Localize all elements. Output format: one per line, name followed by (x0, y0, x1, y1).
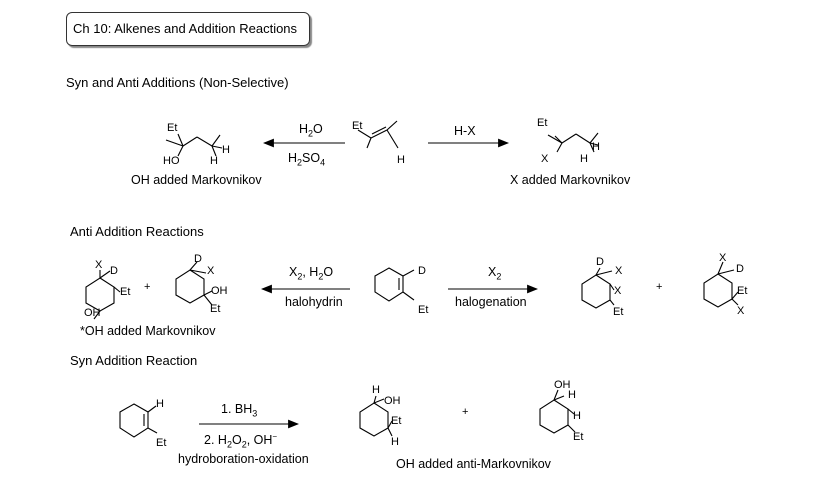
cyclohexene-starting: D Et (374, 265, 428, 316)
caption-x-markovnikov: X added Markovnikov (510, 173, 631, 187)
reagent-halogenation: halogenation (455, 295, 527, 309)
alkene-starting: Et H (352, 120, 405, 166)
page-title: Ch 10: Alkenes and Addition Reactions (66, 12, 310, 46)
atom-et: Et (391, 415, 401, 427)
atom-oh: OH (84, 307, 101, 319)
reagent-hx: H-X (454, 124, 476, 138)
reagent-x2: X2 (488, 265, 502, 282)
atom-h: H (592, 141, 600, 153)
atom-h: H (580, 153, 588, 165)
reagent-bh3: 1. BH3 (221, 402, 258, 419)
product-dihalide-b: X D Et X (703, 252, 747, 317)
reagent-x2-h2o: X2, H2O (289, 265, 334, 282)
atom-d: D (418, 265, 426, 277)
atom-d: D (194, 253, 202, 265)
atom-x: X (737, 305, 745, 317)
section-heading-syn: Syn Addition Reaction (70, 353, 198, 368)
caption-oh-markovnikov-star: *OH added Markovnikov (80, 324, 216, 338)
product-alcohol-markovnikov: Et H HO H (163, 122, 230, 167)
atom-oh: OH (554, 379, 571, 391)
atom-h: H (156, 398, 164, 410)
reagent-h2o2-oh: 2. H2O2, OH− (204, 432, 278, 450)
atom-x: X (615, 265, 623, 277)
plus-sign: + (462, 406, 468, 418)
plus-sign: + (144, 281, 150, 293)
section-heading-syn-anti: Syn and Anti Additions (Non-Selective) (66, 75, 289, 90)
product-halide-markovnikov: Et H X H (537, 117, 600, 165)
product-dihalide-a: D X X Et (581, 256, 623, 318)
atom-h: H (391, 436, 399, 448)
atom-x: X (541, 153, 549, 165)
atom-h: H (210, 155, 218, 167)
atom-h: H (372, 384, 380, 396)
atom-d: D (596, 256, 604, 268)
atom-oh: OH (211, 285, 228, 297)
atom-et: Et (573, 431, 583, 443)
product-syn-alcohol-a: H OH Et H (359, 384, 401, 448)
atom-h: H (573, 410, 581, 422)
atom-h: H (397, 154, 405, 166)
atom-et: Et (352, 120, 362, 132)
atom-et: Et (156, 437, 166, 449)
atom-et: Et (120, 286, 130, 298)
reagent-hydroboration: hydroboration-oxidation (178, 452, 309, 466)
caption-oh-anti-markovnikov: OH added anti-Markovnikov (396, 457, 551, 471)
atom-x: X (719, 252, 727, 264)
atom-h: H (568, 389, 576, 401)
caption-oh-markovnikov: OH added Markovnikov (131, 173, 262, 187)
atom-et: Et (167, 122, 177, 134)
atom-et: Et (210, 303, 220, 315)
reagent-halohydrin: halohydrin (285, 295, 343, 309)
atom-d: D (110, 265, 118, 277)
plus-sign: + (656, 281, 662, 293)
atom-x: X (207, 265, 215, 277)
atom-et: Et (537, 117, 547, 129)
atom-h: H (222, 144, 230, 156)
section-heading-anti: Anti Addition Reactions (70, 224, 204, 239)
product-halohydrin-a: X D Et OH (84, 259, 130, 320)
atom-et: Et (418, 304, 428, 316)
product-syn-alcohol-b: OH H H Et (539, 379, 583, 443)
cyclohexene-syn-start: H Et (119, 398, 166, 449)
product-halohydrin-b: D X OH Et (175, 253, 228, 315)
atom-d: D (736, 263, 744, 275)
atom-oh: OH (384, 395, 401, 407)
atom-x: X (614, 285, 622, 297)
atom-ho: HO (163, 155, 180, 167)
reagent-h2so4: H2SO4 (288, 151, 326, 168)
atom-et: Et (737, 285, 747, 297)
reagent-h2o: H2O (299, 122, 323, 139)
atom-x: X (95, 259, 103, 271)
atom-et: Et (613, 306, 623, 318)
